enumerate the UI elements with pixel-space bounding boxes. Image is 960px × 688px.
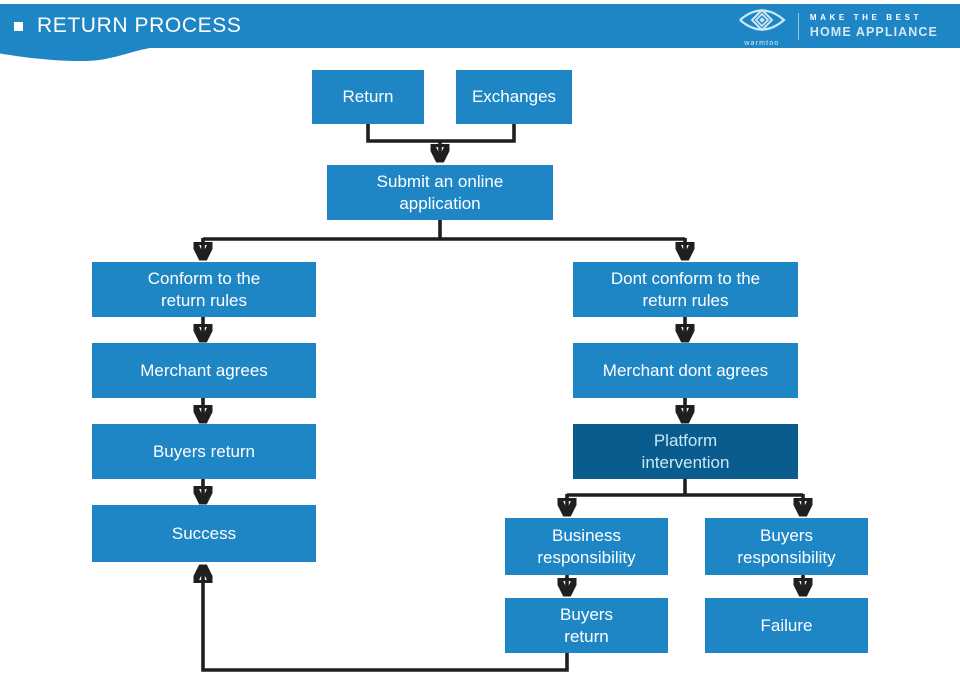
node-buyers-return-left: Buyers return: [92, 424, 316, 479]
node-success: Success: [92, 505, 316, 562]
diamond-eye-logo-icon: [737, 6, 787, 39]
brand-logo: warmtoo: [737, 6, 787, 47]
node-submit-application: Submit an online application: [327, 165, 553, 220]
node-platform-intervention: Platform intervention: [573, 424, 798, 479]
node-failure: Failure: [705, 598, 868, 653]
brand-tagline-top: MAKE THE BEST: [809, 12, 922, 22]
node-buyers-return-right: Buyers return: [505, 598, 668, 653]
node-dont-conform-rules: Dont conform to the return rules: [573, 262, 798, 317]
brand-block: warmtoo MAKE THE BEST HOME APPLIANCE: [737, 6, 960, 47]
node-buyers-responsibility: Buyers responsibility: [705, 518, 868, 575]
node-merchant-dont-agrees: Merchant dont agrees: [573, 343, 798, 398]
title-bullet-icon: [14, 21, 23, 31]
node-merchant-agrees: Merchant agrees: [92, 343, 316, 398]
brand-tagline-bottom: HOME APPLIANCE: [809, 24, 938, 39]
brand-tagline: MAKE THE BEST HOME APPLIANCE: [809, 12, 938, 39]
header-bar: RETURN PROCESS warmtoo MAKE THE BEST HOM…: [0, 4, 960, 48]
brand-logo-name: warmtoo: [744, 39, 780, 47]
header-wave-shape: [0, 47, 156, 62]
page-title: RETURN PROCESS: [37, 14, 242, 37]
node-return: Return: [312, 70, 424, 124]
node-conform-rules: Conform to the return rules: [92, 262, 316, 317]
brand-divider: [797, 12, 799, 40]
node-exchanges: Exchanges: [456, 70, 572, 124]
node-business-responsibility: Business responsibility: [505, 518, 668, 575]
